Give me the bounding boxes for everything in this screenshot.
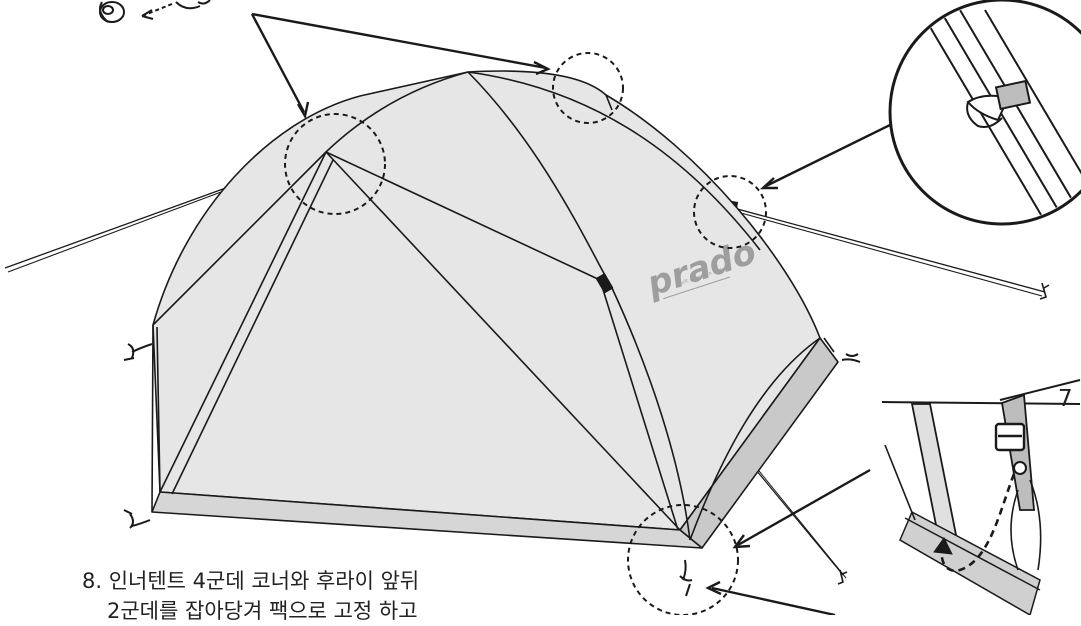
callout-circles: [284, 52, 767, 615]
callout-arrows: [250, 12, 891, 615]
callout-bottom-corner: [627, 504, 739, 615]
instruction-line-1: 8. 인너텐트 4군데 코너와 후라이 앞뒤: [82, 569, 420, 593]
instruction-line-2: 2군데를 잡아당겨 팩으로 고정 하고: [107, 599, 418, 623]
callout-right-clip: [693, 175, 767, 249]
tent-fly: [151, 70, 839, 549]
callout-top-hub: [552, 52, 624, 124]
callout-left-hub: [284, 113, 386, 215]
step-number-next: 7: [1058, 386, 1073, 412]
stake-icon: [123, 343, 861, 597]
buckle-icon: [881, 379, 1081, 615]
pole-clip-icon: [888, 0, 1081, 226]
instruction-text: 8. 인너텐트 4군데 코너와 후라이 앞뒤 2군데를 잡아당겨 팩으로 고정 …: [82, 566, 552, 626]
guyline-tensioner-icon: [99, 0, 211, 23]
